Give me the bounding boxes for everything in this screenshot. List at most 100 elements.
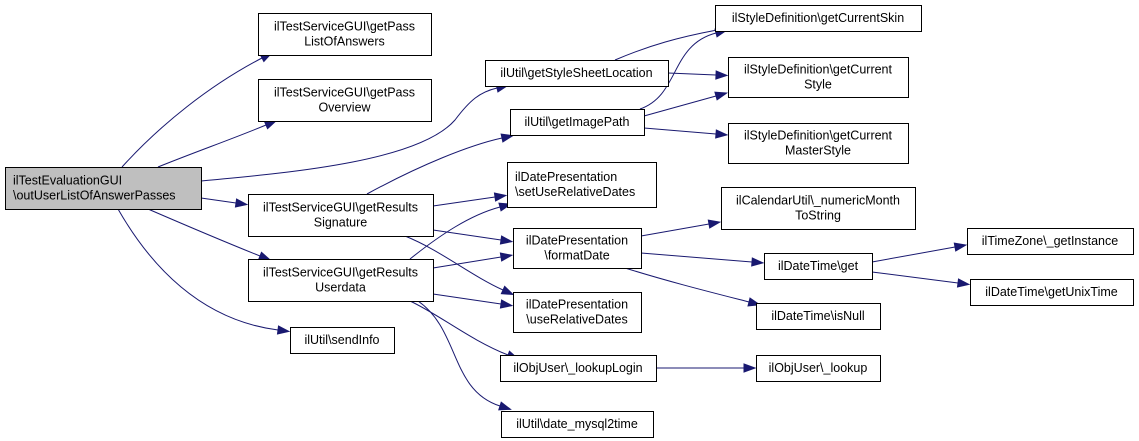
- node-getUnixTime[interactable]: ilDateTime\getUnixTime: [970, 279, 1134, 306]
- node-getImagePath[interactable]: ilUtil\getImagePath: [510, 109, 645, 136]
- edge-getResultsUserdata-to-formatDate: [432, 252, 514, 269]
- node-root[interactable]: ilTestEvaluationGUI\outUserListOfAnswerP…: [5, 167, 202, 210]
- arrowhead-icon: [257, 251, 272, 261]
- node-label-line: ilDatePresentation: [526, 298, 628, 312]
- arrowhead-icon: [493, 192, 508, 202]
- node-label-line: ilDatePresentation: [526, 234, 628, 248]
- node-useRelativeDates[interactable]: ilDatePresentation\useRelativeDates: [513, 292, 642, 333]
- edge-root-to-getResultsUserdata: [147, 208, 272, 261]
- arrowhead-icon: [234, 198, 249, 208]
- node-label-line: ilTestEvaluationGUI: [13, 174, 122, 188]
- edge-line: [432, 293, 502, 305]
- arrowhead-icon: [499, 299, 514, 309]
- edge-getStyleSheetLocation-to-getCurrentSkin: [614, 25, 730, 61]
- edge-lookupLogin-to-lookup: [656, 363, 757, 373]
- edge-getResultsSignature-to-formatDate: [432, 229, 514, 245]
- node-box: [501, 411, 654, 438]
- node-dateMysql2time[interactable]: ilUtil\date_mysql2time: [501, 411, 654, 438]
- edge-getResultsSignature-to-setUseRelativeDates: [432, 192, 508, 207]
- edge-line: [871, 271, 959, 284]
- arrowhead-icon: [714, 91, 729, 101]
- edge-line: [643, 127, 717, 135]
- node-label-line: ToString: [795, 209, 841, 223]
- node-label-line: Userdata: [315, 281, 366, 295]
- arrowhead-icon: [499, 235, 514, 245]
- edge-dtGet-to-getInstance: [871, 242, 968, 263]
- arrowhead-icon: [498, 401, 512, 411]
- node-label-line: ilDatePresentation: [515, 170, 617, 184]
- edge-line: [121, 57, 263, 168]
- node-label-line: ilObjUser\_lookup: [769, 361, 868, 375]
- edge-dtGet-to-getUnixTime: [871, 271, 971, 288]
- node-label-line: ListOfAnswers: [304, 35, 385, 49]
- edge-getResultsUserdata-to-useRelativeDates: [432, 293, 514, 309]
- arrowhead-icon: [499, 252, 514, 262]
- edge-line: [432, 229, 502, 241]
- node-box: [510, 109, 645, 136]
- node-formatDate[interactable]: ilDatePresentation\formatDate: [513, 228, 642, 269]
- node-box: [513, 292, 642, 333]
- node-label-line: Signature: [314, 216, 368, 230]
- node-box: [721, 187, 916, 230]
- node-getInstance[interactable]: ilTimeZone\_getInstance: [967, 228, 1134, 255]
- node-label-line: ilStyleDefinition\getCurrent: [744, 63, 893, 77]
- node-box: [248, 194, 434, 237]
- node-setUseRelativeDates[interactable]: ilDatePresentation\setUseRelativeDates: [507, 162, 657, 208]
- edge-line: [404, 235, 504, 291]
- node-label-line: ilDateTime\get: [778, 259, 859, 273]
- node-label-line: ilObjUser\_lookupLogin: [513, 361, 642, 375]
- node-getStyleSheetLocation[interactable]: ilUtil\getStyleSheetLocation: [485, 60, 669, 87]
- arrowhead-icon: [500, 285, 515, 296]
- edge-line: [157, 124, 267, 168]
- node-box: [258, 79, 432, 122]
- node-label-line: Style: [804, 78, 832, 92]
- arrowhead-icon: [751, 257, 765, 267]
- node-box: [764, 253, 873, 280]
- edge-getResultsUserdata-to-dateMysql2time: [417, 300, 512, 411]
- node-lookupLogin[interactable]: ilObjUser\_lookupLogin: [500, 355, 657, 382]
- node-label-line: ilTimeZone\_getInstance: [982, 234, 1118, 248]
- node-label-line: ilTestServiceGUI\getPass: [274, 86, 415, 100]
- edge-line: [200, 197, 237, 204]
- node-dtGet[interactable]: ilDateTime\get: [764, 253, 873, 280]
- edge-line: [432, 256, 502, 269]
- node-isNull[interactable]: ilDateTime\isNull: [756, 303, 881, 330]
- node-label-line: \setUseRelativeDates: [515, 185, 635, 199]
- node-sendInfo[interactable]: ilUtil\sendInfo: [290, 327, 395, 354]
- node-box: [728, 123, 909, 164]
- node-lookup[interactable]: ilObjUser\_lookup: [756, 355, 881, 382]
- node-label-line: ilUtil\date_mysql2time: [516, 417, 638, 431]
- edge-line: [409, 206, 501, 260]
- edge-root-to-getPassListOfAnswers: [121, 52, 274, 168]
- node-label-line: ilUtil\getStyleSheetLocation: [500, 66, 652, 80]
- edge-line: [432, 196, 496, 207]
- arrowhead-icon: [707, 219, 722, 229]
- arrowhead-icon: [743, 363, 757, 373]
- node-box: [290, 327, 395, 354]
- nodes-layer: ilTestEvaluationGUI\outUserListOfAnswerP…: [5, 5, 1134, 438]
- node-label-line: ilStyleDefinition\getCurrentSkin: [732, 11, 904, 25]
- node-label-line: \formatDate: [544, 249, 609, 263]
- node-getCurrentSkin[interactable]: ilStyleDefinition\getCurrentSkin: [715, 5, 922, 32]
- edge-line: [624, 267, 750, 303]
- edge-line: [147, 208, 261, 257]
- arrowhead-icon: [953, 242, 968, 252]
- edge-getResultsUserdata-to-lookupLogin: [409, 300, 520, 360]
- edge-formatDate-to-isNull: [624, 267, 762, 307]
- edge-getStyleSheetLocation-to-getCurrentStyle: [667, 70, 729, 80]
- arrowhead-icon: [500, 133, 515, 143]
- edge-line: [643, 95, 717, 117]
- edge-getResultsSignature-to-getImagePath: [366, 133, 515, 195]
- node-box: [485, 60, 669, 87]
- arrowhead-icon: [276, 325, 291, 335]
- edge-formatDate-to-numericMonthToString: [640, 219, 722, 237]
- node-box: [715, 5, 922, 32]
